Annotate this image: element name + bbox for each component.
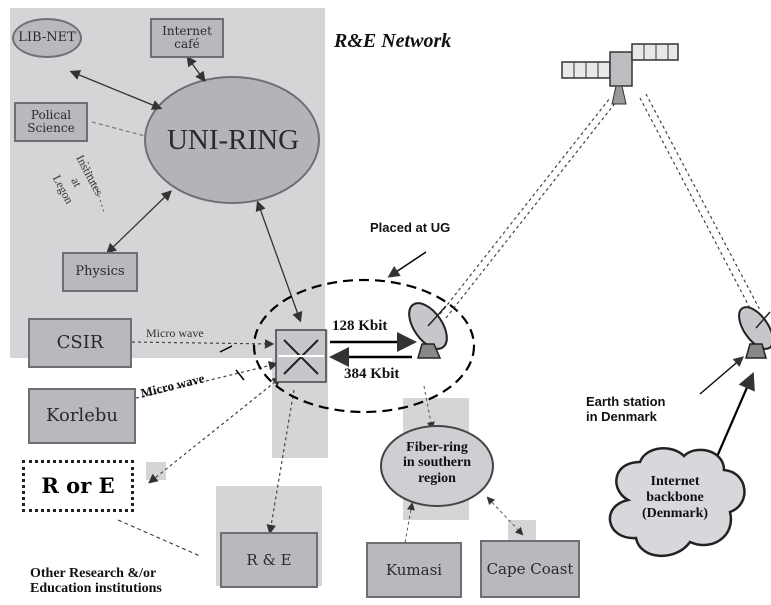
cape-coast-label: Cape Coast [486, 559, 574, 578]
kumasi-label: Kumasi [385, 560, 443, 579]
r-and-e-node: R & E [220, 532, 318, 588]
physics-node: Physics [62, 252, 138, 292]
cloud-icon [608, 447, 746, 557]
satellite-dish-icon [738, 306, 771, 359]
csir-label: CSIR [56, 332, 104, 354]
uni-ring-ellipse [144, 76, 320, 204]
internet-cafe-label: Internet café [162, 23, 212, 51]
fiber-ring-label: Fiber-ring in southern region [402, 440, 472, 486]
fiber-ring-ellipse [380, 425, 494, 507]
polical-science-node: Polical Science [14, 102, 88, 142]
cape-coast-node: Cape Coast [480, 540, 580, 598]
lib-net-node: LIB-NET [12, 18, 82, 58]
satellite-dish-icon [408, 302, 448, 359]
kumasi-node: Kumasi [366, 542, 462, 598]
network-title: R&E Network [334, 30, 452, 52]
csir-node: CSIR [28, 318, 132, 368]
r-or-e-node: R or E [22, 460, 134, 512]
physics-label: Physics [75, 263, 125, 279]
korlebu-label: Korlebu [46, 405, 118, 427]
uni-ring-label: UNI-RING [166, 124, 300, 156]
micro-wave-label: Micro wave [146, 326, 204, 340]
lib-net-label: LIB-NET [18, 29, 76, 45]
earth-station-label: Earth station in Denmark [586, 394, 666, 424]
downlink-rate-label: 384 Kbit [344, 366, 400, 382]
uplink-rate-label: 128 Kbit [332, 318, 388, 334]
internet-backbone-label: Internet backbone (Denmark) [641, 474, 709, 522]
satellite-icon [561, 43, 679, 105]
korlebu-node: Korlebu [28, 388, 136, 444]
other-institutions-label: Other Research &/or Education institutio… [30, 566, 162, 597]
internet-cafe-node: Internet café [150, 18, 224, 58]
placed-at-ug-label: Placed at UG [370, 220, 451, 235]
r-or-e-label: R or E [41, 473, 115, 499]
router-icon [275, 329, 327, 383]
r-and-e-label: R & E [246, 550, 292, 569]
polical-science-label: Polical Science [27, 107, 75, 135]
